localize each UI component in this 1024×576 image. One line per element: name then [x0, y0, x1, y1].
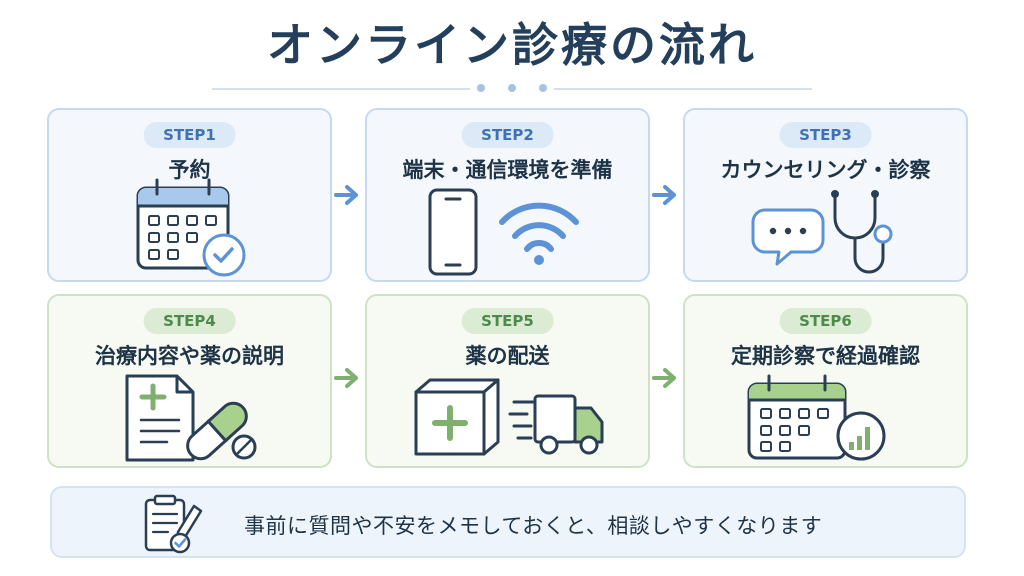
stethoscope-icon [831, 190, 893, 274]
title-dots [477, 84, 547, 94]
step-badge: STEP6 [779, 308, 872, 334]
step-title: 端末・通信環境を準備 [402, 158, 613, 182]
tip-text: 事前に質問や不安をメモしておくと、相談しやすくなります [244, 514, 823, 538]
chart-progress-icon [836, 411, 886, 461]
step-card-4: STEP4 治療内容や薬の説明 [47, 294, 332, 468]
step-badge: STEP4 [143, 308, 236, 334]
chat-bubble-icon [751, 208, 825, 266]
arrow-right-icon [334, 185, 358, 205]
step-card-5: STEP5 薬の配送 [365, 294, 650, 468]
step-card-2: STEP2 端末・通信環境を準備 [365, 108, 650, 282]
title-dot [477, 84, 485, 92]
step-card-6: STEP6 定期診察で経過確認 [683, 294, 968, 468]
title-dot [508, 84, 516, 92]
prescription-document-icon [125, 374, 195, 462]
step-card-3: STEP3 カウンセリング・診察 [683, 108, 968, 282]
title-rule-left [212, 88, 470, 90]
pill-capsule-icon [186, 401, 257, 461]
step-badge: STEP3 [779, 122, 872, 148]
page-title: オンライン診療の流れ [267, 18, 757, 72]
step-title: 治療内容や薬の説明 [95, 344, 284, 368]
smartphone-icon [428, 188, 478, 276]
step-title: カウンセリング・診察 [720, 158, 931, 182]
tip-banner: 事前に質問や不安をメモしておくと、相談しやすくなります [50, 486, 966, 558]
step-title: 予約 [168, 158, 211, 182]
step-title: 薬の配送 [465, 344, 550, 368]
arrow-right-icon [652, 185, 676, 205]
title-rule-right [554, 88, 812, 90]
arrow-right-icon [652, 368, 676, 388]
calendar-icon [747, 374, 847, 460]
medicine-box-icon [414, 378, 500, 456]
step-badge: STEP2 [461, 122, 554, 148]
check-circle-icon [202, 233, 246, 277]
step-card-1: STEP1 予約 [47, 108, 332, 282]
step-badge: STEP1 [143, 122, 236, 148]
wifi-icon [499, 202, 579, 265]
title-dot [539, 84, 547, 92]
delivery-truck-icon [508, 394, 604, 455]
step-badge: STEP5 [461, 308, 554, 334]
memo-clipboard-icon [144, 494, 203, 554]
arrow-right-icon [334, 368, 358, 388]
step-title: 定期診察で経過確認 [731, 344, 920, 368]
